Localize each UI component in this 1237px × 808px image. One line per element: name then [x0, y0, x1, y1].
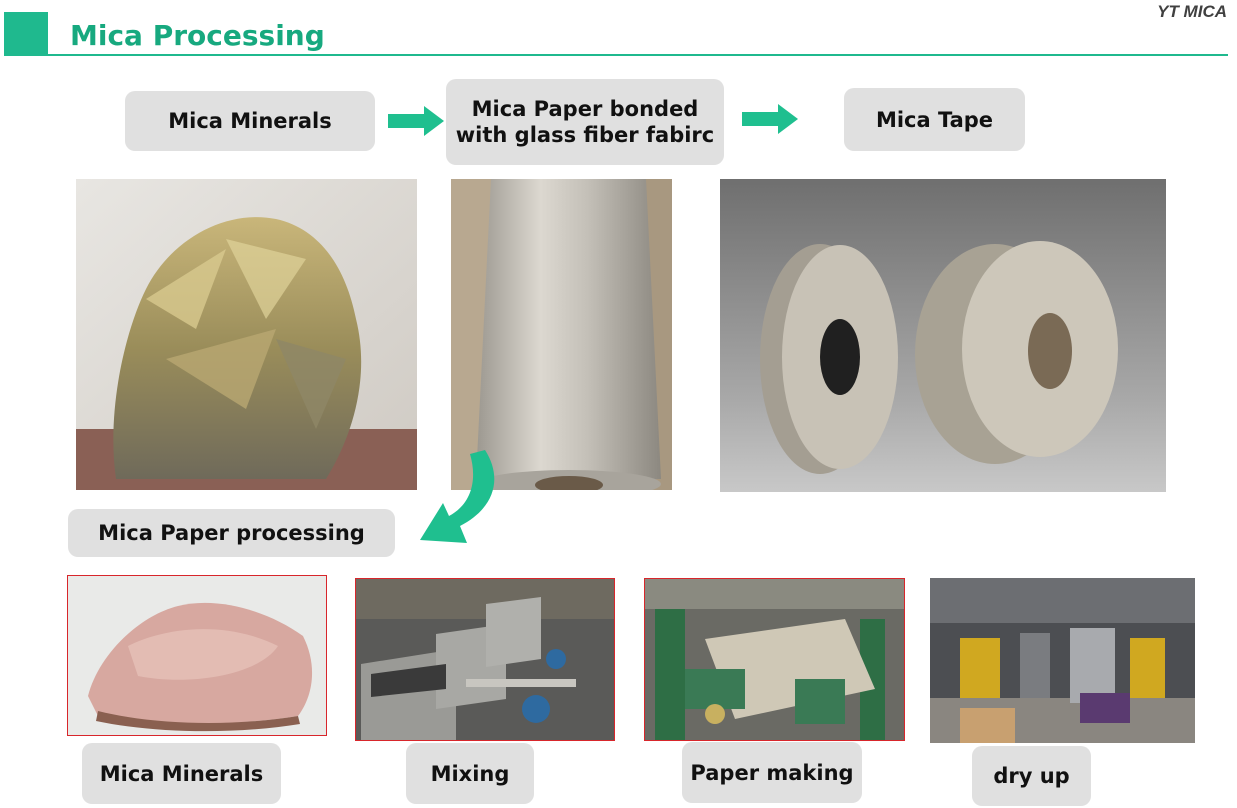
flow-pill-mica-minerals: Mica Minerals	[125, 91, 375, 151]
step-pill-label: Mixing	[430, 761, 510, 786]
step-pill-label: Paper making	[690, 760, 854, 785]
flow-pill-label: Mica Minerals	[168, 109, 332, 133]
header-rule	[48, 54, 1228, 56]
flow-pill-label: Mica Tape	[875, 107, 994, 132]
photo-mixing-tanks	[355, 578, 615, 741]
brand-logo: YT MICA	[1157, 2, 1227, 21]
step-pill-dry-up: dry up	[972, 746, 1091, 806]
step-pill-paper-making: Paper making	[682, 742, 862, 803]
step-pill-label: dry up	[993, 764, 1070, 788]
arrow-right-icon	[388, 106, 448, 136]
processing-heading-label: Mica Paper processing	[98, 521, 365, 545]
curved-arrow-icon	[415, 448, 505, 548]
step-pill-mica-minerals: Mica Minerals	[82, 743, 281, 804]
photo-mica-mineral-crystal	[76, 179, 417, 490]
photo-mica-tape-rolls	[720, 179, 1166, 492]
step-pill-mixing: Mixing	[406, 743, 534, 804]
photo-mica-paper-roll	[451, 179, 672, 490]
photo-raw-mica-mineral	[67, 575, 327, 736]
page-title: Mica Processing	[70, 19, 325, 52]
photo-paper-making-machine	[644, 578, 905, 741]
photo-drying-factory	[930, 578, 1195, 743]
flow-pill-mica-tape: Mica Tape	[844, 88, 1025, 151]
flow-pill-mica-paper: Mica Paper bonded with glass fiber fabir…	[446, 79, 724, 165]
arrow-right-icon	[742, 104, 802, 134]
processing-heading: Mica Paper processing	[68, 509, 395, 557]
step-pill-label: Mica Minerals	[99, 761, 264, 786]
flow-pill-label: Mica Paper bonded with glass fiber fabir…	[455, 97, 715, 147]
header-accent-block	[4, 12, 48, 56]
